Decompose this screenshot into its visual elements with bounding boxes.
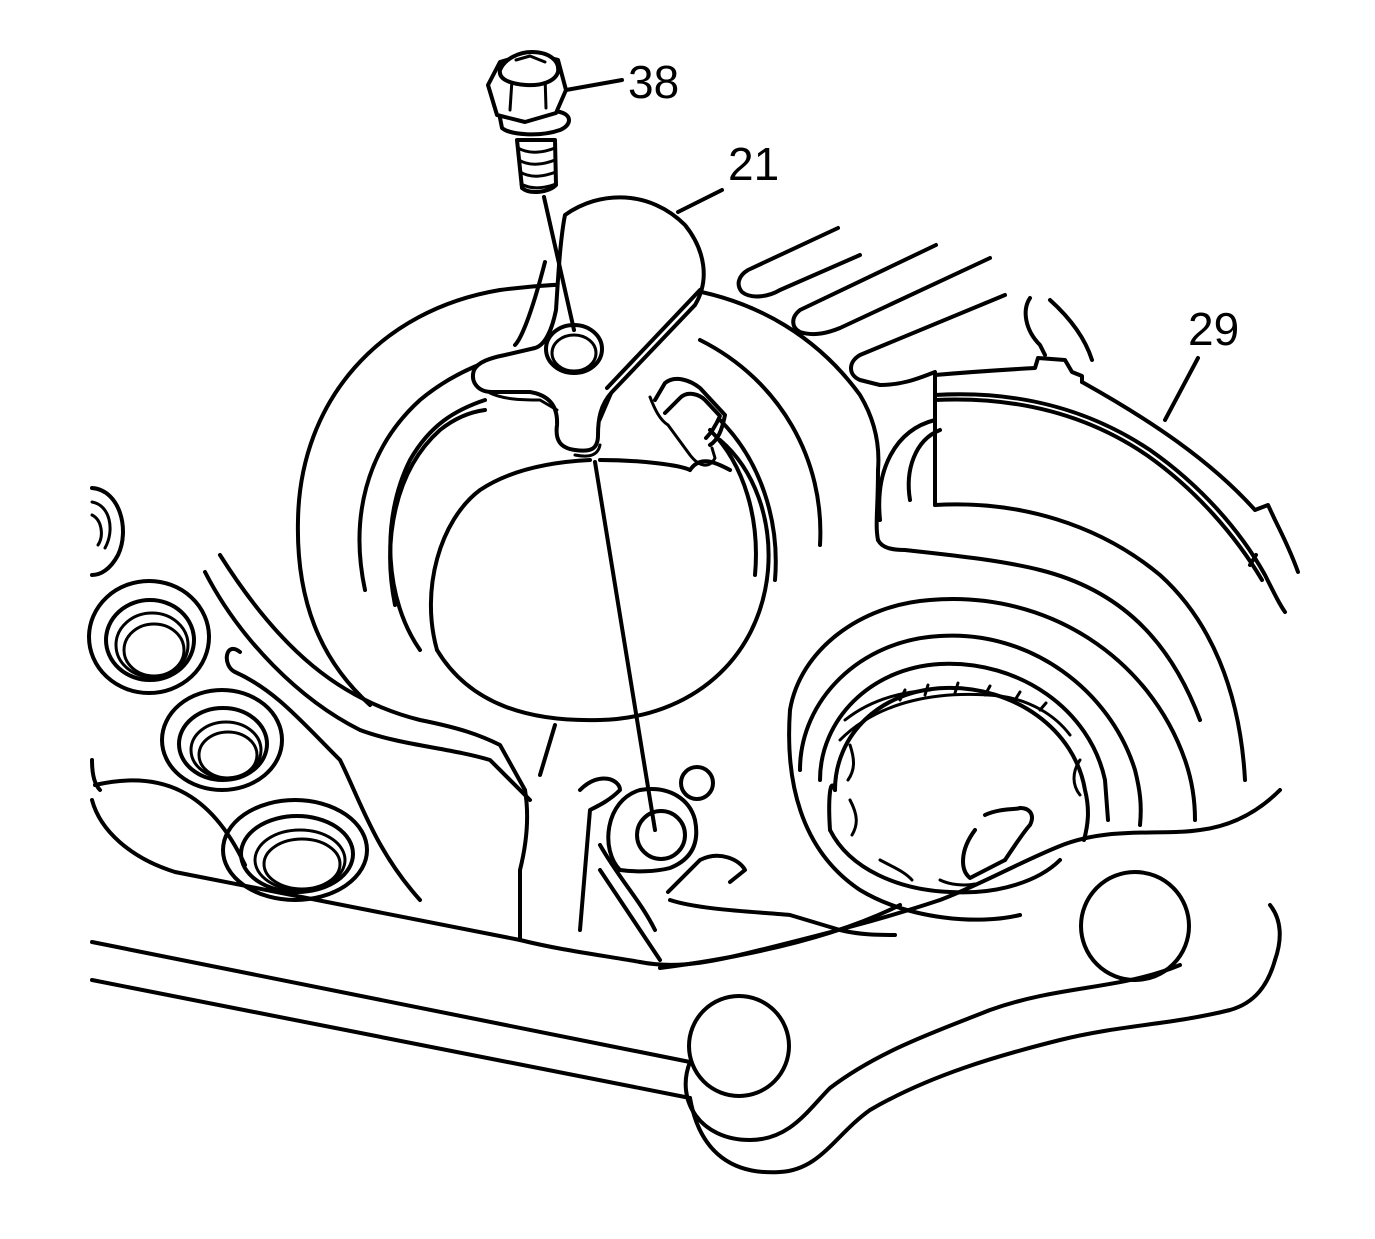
leader-lines (564, 78, 1200, 422)
housing-flange (90, 788, 1282, 1175)
leader-line-21 (676, 188, 724, 214)
fluid-passage-2 (160, 688, 284, 792)
callout-21: 21 (728, 138, 779, 190)
leader-line-29 (1163, 356, 1200, 422)
bore-cylinder (429, 438, 771, 777)
flange-bolt-hole-left (687, 994, 791, 1098)
fluid-passage-3 (221, 798, 369, 902)
casting-ribs (736, 226, 1202, 722)
callout-38: 38 (628, 56, 679, 108)
part-29-segment (933, 356, 1300, 782)
mounting-boss (606, 787, 897, 937)
callout-29: 29 (1188, 303, 1239, 355)
fluid-passage-1 (87, 579, 211, 695)
fluid-passage-top (90, 486, 125, 577)
splined-hub (787, 597, 1197, 922)
retainer-recess (648, 376, 727, 467)
boss-small-hole (679, 765, 715, 801)
bore-lower-rim (578, 776, 662, 962)
part-38-bolt (486, 50, 657, 832)
leader-line-38 (564, 78, 624, 92)
flange-bolt-hole-right (1079, 870, 1191, 982)
housing-webbing-left (90, 553, 532, 942)
part-21-clip (471, 195, 706, 458)
